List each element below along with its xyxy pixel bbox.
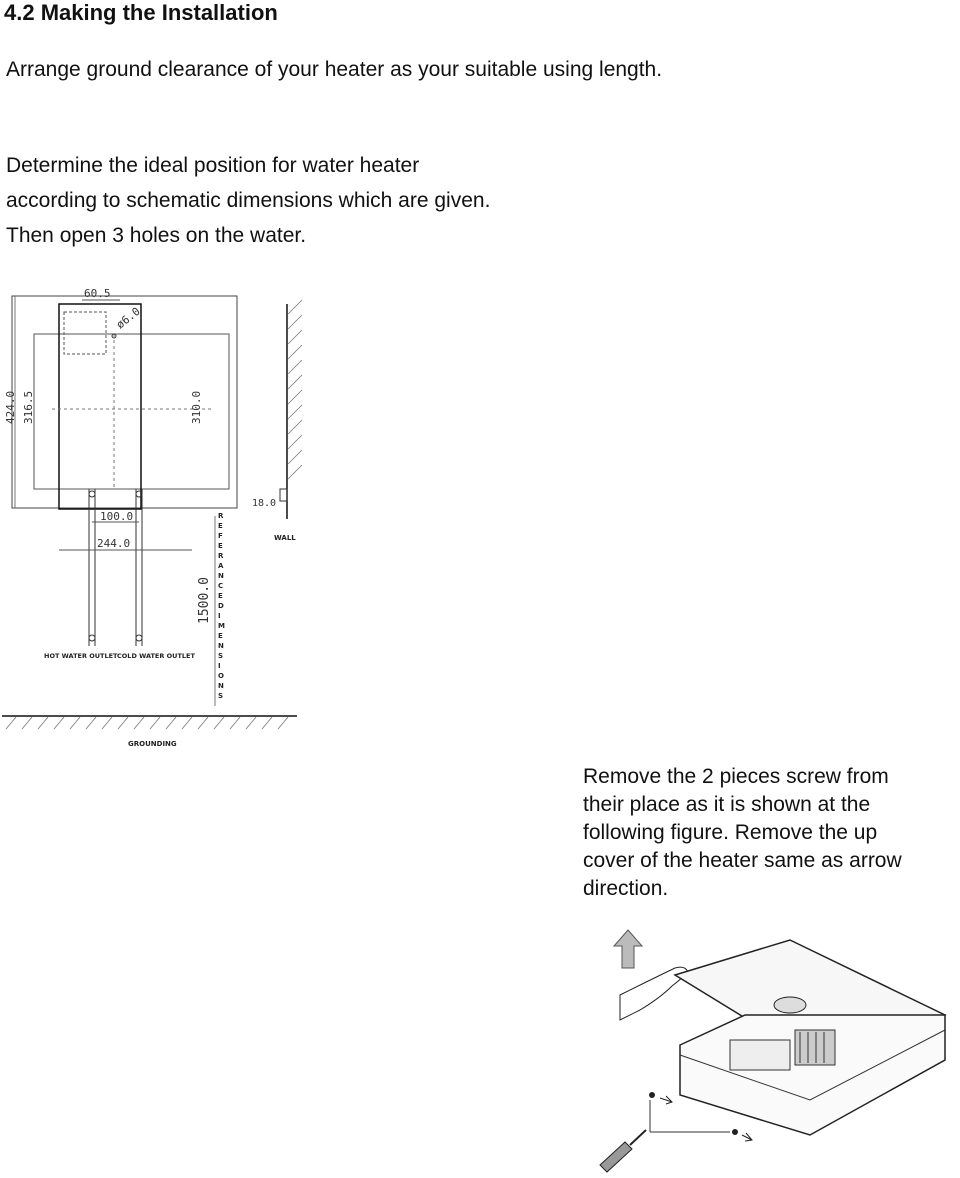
up-arrow-icon — [612, 929, 644, 969]
svg-text:R: R — [218, 512, 224, 520]
svg-text:I: I — [218, 612, 221, 620]
svg-text:R: R — [218, 552, 224, 560]
paragraph-remove-line: cover of the heater same as arrow — [583, 849, 902, 872]
label-hot-water-outlet: HOT WATER OUTLET — [44, 652, 118, 660]
screw-icon — [649, 1092, 673, 1105]
paragraph-remove-screws: Remove the 2 pieces screw from their pla… — [583, 763, 958, 903]
screwdriver-icon — [599, 1129, 647, 1173]
svg-text:N: N — [218, 642, 224, 650]
dim-height-right: 310.0 — [190, 391, 203, 424]
svg-text:N: N — [218, 682, 224, 690]
svg-text:E: E — [218, 522, 223, 530]
paragraph-remove-line: their place as it is shown at the — [583, 793, 871, 816]
svg-text:A: A — [218, 562, 224, 570]
knob-icon — [773, 996, 807, 1014]
mounting-outline — [33, 333, 230, 490]
hanger-box — [63, 311, 107, 355]
svg-text:S: S — [218, 692, 223, 700]
dim-pipe-spacing: 100.0 — [100, 510, 133, 523]
svg-text:S: S — [218, 652, 223, 660]
screw-icon — [732, 1129, 753, 1142]
paragraph-ground-clearance: Arrange ground clearance of your heater … — [6, 58, 663, 81]
paragraph-remove-line: following figure. Remove the up — [583, 821, 878, 844]
svg-text:I: I — [218, 662, 221, 670]
svg-text:D: D — [218, 602, 224, 610]
paragraph-position-line: Determine the ideal position for water h… — [6, 154, 420, 177]
cover-removal-illustration — [599, 929, 947, 1173]
dim-width: 244.0 — [97, 537, 130, 550]
dim-wall-gap: 18.0 — [252, 498, 276, 509]
schematic-dimension-diagram: 60.5 ø6.0 424.0 316.5 310.0 100.0 244.0 … — [2, 287, 303, 748]
reference-dimensions-label: R E F E R A N C E D I M E N S I O N S — [218, 512, 225, 700]
svg-text:C: C — [218, 582, 223, 590]
paragraph-position-line: Then open 3 holes on the water. — [6, 224, 307, 247]
label-grounding: GROUNDING — [128, 740, 177, 748]
dim-top: 60.5 — [84, 287, 111, 300]
dim-height-inner: 316.5 — [22, 391, 35, 424]
section-heading: 4.2 Making the Installation — [4, 0, 278, 25]
back-plate — [58, 303, 142, 510]
heater-outline — [11, 295, 238, 509]
dim-hole: ø6.0 — [114, 305, 143, 332]
svg-text:F: F — [218, 532, 223, 540]
svg-text:E: E — [218, 542, 223, 550]
paragraph-remove-line: Remove the 2 pieces screw from — [583, 765, 889, 788]
svg-text:M: M — [218, 622, 225, 630]
paragraph-position: Determine the ideal position for water h… — [6, 148, 490, 253]
svg-text:N: N — [218, 572, 224, 580]
dim-floor: 1500.0 — [197, 577, 212, 624]
svg-text:E: E — [218, 592, 223, 600]
label-wall: WALL — [274, 534, 296, 542]
paragraph-remove-line: direction. — [583, 877, 669, 900]
label-cold-water-outlet: COLD WATER OUTLET — [117, 652, 195, 660]
svg-text:E: E — [218, 632, 223, 640]
svg-text:O: O — [218, 672, 224, 680]
paragraph-position-line: according to schematic dimensions which … — [6, 189, 491, 212]
dim-height-outer: 424.0 — [4, 391, 17, 424]
